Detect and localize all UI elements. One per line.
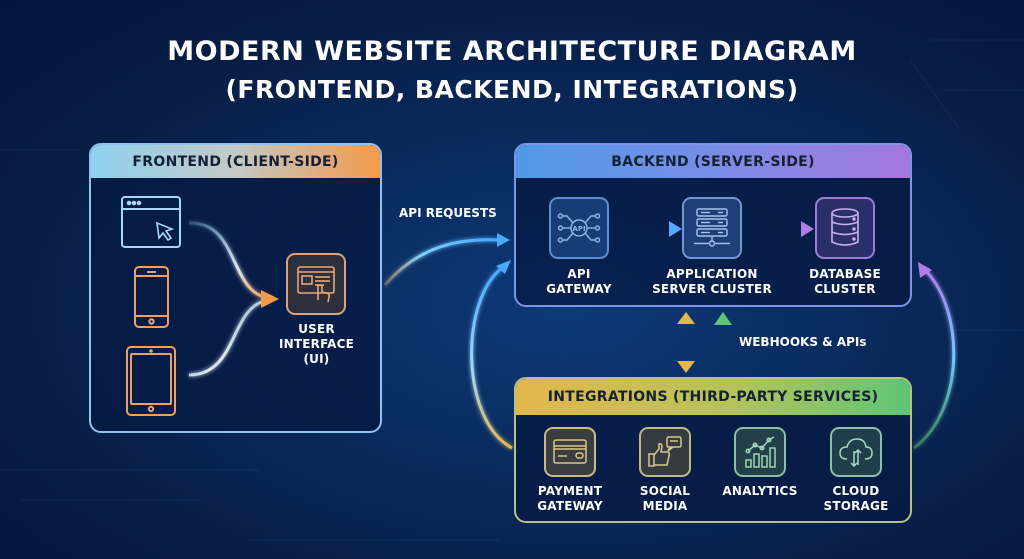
smartphone-icon [134, 266, 169, 328]
integrations-panel: INTEGRATIONS (THIRD-PARTY SERVICES) PAYM… [514, 377, 912, 523]
backend-header: BACKEND (SERVER-SIDE) [516, 145, 910, 178]
social-media-icon-box [639, 427, 691, 477]
analytics-label: ANALYTICS [722, 484, 798, 498]
api-requests-arrow [383, 238, 501, 286]
browser-window-cursor-icon [121, 196, 181, 248]
database-label: DATABASE CLUSTER [809, 267, 881, 296]
database-icon-box [815, 197, 875, 259]
api-requests-arrowhead [497, 233, 510, 247]
frontend-flow-graphics [121, 196, 279, 416]
server-stack-icon [694, 208, 730, 247]
desktop-to-ui-curve [188, 221, 270, 300]
api-gateway-icon-box: API [549, 197, 609, 259]
cloud-storage-icon-box [830, 427, 882, 477]
backend-panel: BACKEND (SERVER-SIDE) API API GATEWAY [514, 143, 912, 307]
ui-label: USER INTERFACE (UI) [278, 322, 355, 366]
application-server-icon-box [682, 197, 742, 259]
database-icon [831, 208, 859, 246]
payment-gateway-icon-box [544, 427, 596, 477]
cloud-upload-icon [839, 438, 873, 468]
backend-flow-arrows [619, 221, 814, 237]
webhooks-up-arrowhead [714, 312, 732, 325]
frontend-merge-arrowhead [261, 290, 279, 308]
social-media-label: SOCIAL MEDIA [639, 484, 691, 513]
analytics-icon-box [734, 427, 786, 477]
integrations-to-database-arc [913, 268, 956, 450]
frontend-panel: FRONTEND (CLIENT-SIDE) [89, 143, 382, 433]
api-hub-icon: API [557, 213, 601, 243]
integrations-header: INTEGRATIONS (THIRD-PARTY SERVICES) [516, 379, 910, 415]
bar-line-chart-icon [745, 436, 776, 468]
tablet-icon [126, 346, 176, 416]
application-server-label: APPLICATION SERVER CLUSTER [652, 267, 772, 296]
thumbs-up-chat-icon [648, 436, 682, 467]
integrations-to-backend-arc [470, 266, 513, 450]
payment-gateway-label: PAYMENT GATEWAY [537, 484, 603, 513]
right-arc-arrowhead [918, 262, 932, 278]
server-to-database-arrowhead [801, 221, 814, 237]
diagram-title: MODERN WEBSITE ARCHITECTURE DIAGRAM [167, 36, 857, 67]
svg-text:API: API [572, 225, 585, 233]
api-requests-label: API REQUESTS [399, 206, 497, 220]
frontend-header: FRONTEND (CLIENT-SIDE) [91, 145, 380, 178]
ui-icon-box [286, 253, 346, 315]
left-arc-arrowhead [496, 260, 511, 274]
bidirectional-arrowhead-up [677, 312, 695, 324]
diagram-subtitle: (FRONTEND, BACKEND, INTEGRATIONS) [225, 75, 799, 104]
bidirectional-arrowhead-down [677, 361, 695, 373]
credit-card-icon [553, 439, 587, 464]
gateway-to-server-arrowhead [669, 221, 682, 237]
ui-touch-icon [297, 266, 335, 303]
cloud-storage-label: CLOUD STORAGE [823, 484, 889, 513]
tablet-to-ui-curve [188, 298, 270, 377]
webhooks-apis-label: WEBHOOKS & APIs [739, 335, 867, 349]
api-gateway-label: API GATEWAY [546, 267, 612, 296]
